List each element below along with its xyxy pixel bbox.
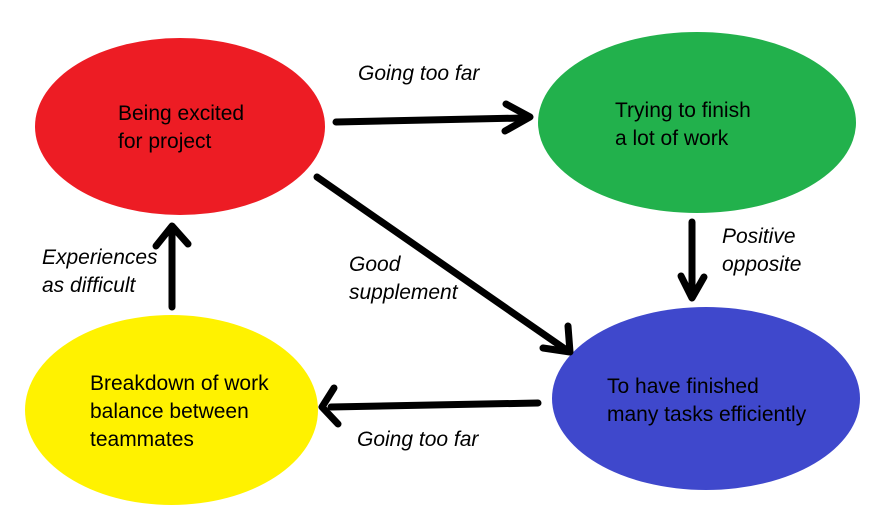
edge-label-line: Going too far: [357, 428, 479, 451]
node-label-line: Being excited: [118, 102, 245, 125]
node-label-line: Breakdown of work: [90, 372, 269, 395]
edge-label-line: as difficult: [42, 274, 136, 297]
node-being-excited: Being excited for project: [35, 38, 325, 215]
edge-label-line: supplement: [349, 281, 458, 304]
arrow-breakdown-to-excited: [152, 222, 192, 311]
node-label-line: balance between: [90, 400, 249, 423]
edge-label-line: opposite: [722, 253, 802, 276]
node-trying-to-finish-label: Trying to finish a lot of work: [615, 97, 751, 153]
edge-label-line: Positive: [722, 225, 796, 248]
edge-label-line: Experiences: [42, 246, 158, 269]
edge-label-good-supplement: Good supplement: [349, 251, 458, 307]
node-work-breakdown: Breakdown of work balance between teamma…: [25, 315, 318, 505]
arrow-shaft: [327, 399, 542, 411]
edge-label-going-too-far-bottom: Going too far: [357, 426, 478, 454]
edge-label-line: Going too far: [358, 62, 480, 85]
edge-label-positive-opposite: Positive opposite: [722, 223, 801, 279]
node-label-line: many tasks efficiently: [607, 403, 807, 426]
node-finished-tasks-label: To have finished many tasks efficiently: [607, 373, 806, 429]
arrow-excited-to-trying: [332, 100, 534, 135]
edge-label-line: Good: [349, 253, 401, 276]
arrow-finished-to-breakdown: [318, 384, 542, 428]
node-label-line: Trying to finish: [615, 99, 751, 122]
edge-label-going-too-far-top: Going too far: [358, 60, 479, 88]
node-label-line: teammates: [90, 428, 194, 451]
arrow-head-icon: [152, 222, 192, 250]
node-label-line: To have finished: [607, 375, 759, 398]
arrow-trying-to-finished: [677, 218, 708, 302]
edge-label-experiences-as-difficult: Experiences as difficult: [42, 244, 158, 300]
node-label-line: for project: [118, 130, 212, 153]
arrow-head-icon: [318, 384, 342, 428]
node-being-excited-label: Being excited for project: [118, 100, 244, 156]
arrow-head-icon: [677, 272, 708, 302]
node-work-breakdown-label: Breakdown of work balance between teamma…: [90, 370, 269, 454]
arrow-shaft: [332, 114, 527, 126]
node-trying-to-finish: Trying to finish a lot of work: [538, 32, 856, 213]
node-finished-tasks: To have finished many tasks efficiently: [552, 307, 860, 490]
arrow-head-icon: [539, 322, 574, 356]
arrow-head-icon: [501, 100, 534, 135]
node-label-line: a lot of work: [615, 127, 729, 150]
